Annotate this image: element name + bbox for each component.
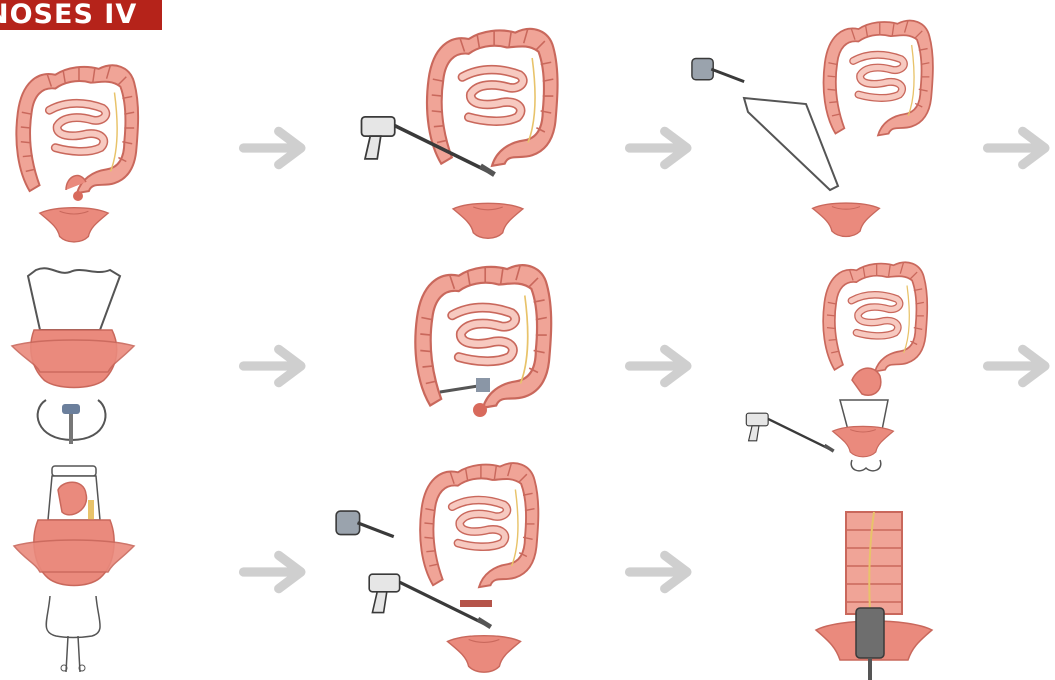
- right-arrow-icon: [244, 131, 301, 164]
- right-arrow-icon: [244, 555, 301, 588]
- step-stapler-transection: [362, 28, 558, 238]
- right-arrow-icon: [988, 131, 1045, 164]
- right-arrow-icon: [988, 349, 1045, 382]
- step-anastomosis: [816, 512, 932, 680]
- step-trocar-specimen-bag: [692, 20, 933, 236]
- step-specimen-extraction: [746, 262, 927, 471]
- right-arrow-icon: [630, 555, 687, 588]
- right-arrow-icon: [244, 349, 301, 382]
- right-arrow-icon: [630, 131, 687, 164]
- step-rectal-stump-closure: [336, 463, 538, 672]
- right-arrow-icon: [630, 349, 687, 382]
- step-anvil-insertion: [12, 268, 134, 444]
- step-anvil-placement: [415, 265, 551, 417]
- step-colon-with-tumor: [16, 65, 138, 242]
- step-specimen-in-bag: [14, 466, 134, 672]
